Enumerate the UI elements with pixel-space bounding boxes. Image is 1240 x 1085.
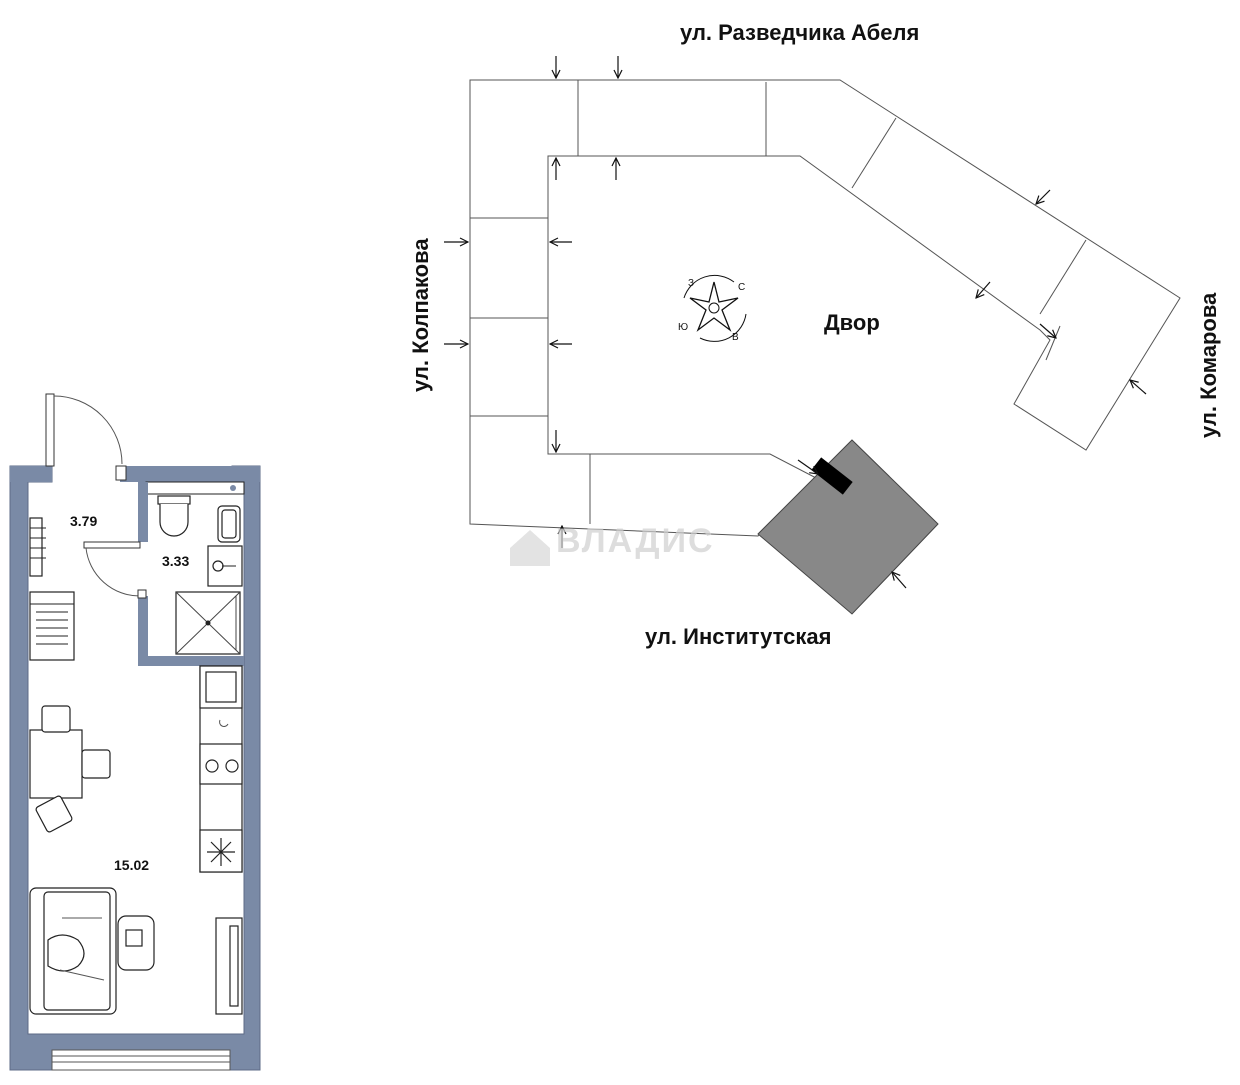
watermark-text: ВЛАДИС	[556, 522, 715, 560]
watermark: ВЛАДИС	[510, 522, 715, 566]
shower-icon	[175, 591, 241, 655]
street-west: ул. Колпакова	[408, 238, 433, 392]
compass-north: С	[738, 282, 745, 293]
dining-table	[29, 705, 111, 833]
street-east: ул. Комарова	[1196, 292, 1221, 438]
street-north: ул. Разведчика Абеля	[680, 20, 919, 45]
bath-area-label: 3.33	[162, 553, 189, 569]
highlighted-building	[757, 439, 939, 615]
building-entrance-mark	[811, 457, 853, 495]
compass-east: В	[732, 332, 739, 343]
kitchen-unit	[199, 665, 243, 873]
bath-wall-bottom	[138, 656, 244, 666]
site-plan: С В Ю З ВЛАДИС Двор ул. Разведчика Абеля…	[408, 20, 1221, 649]
apartment-floorplan: 3.79 3.33 15.02	[9, 393, 261, 1071]
compass-west: З	[688, 278, 694, 289]
sofa-icon	[29, 887, 117, 1015]
wall-top-left	[10, 466, 52, 482]
compass-south: Ю	[678, 322, 688, 333]
street-south: ул. Институтская	[645, 624, 831, 649]
yard-label: Двор	[824, 310, 880, 335]
compass-rose-icon: С В Ю З	[678, 274, 747, 343]
entrance-arrows	[444, 56, 1147, 589]
bath-wall-left-upper	[138, 482, 148, 542]
bath-door	[83, 541, 147, 599]
tv-unit	[215, 917, 243, 1015]
bath-wall-left-lower	[138, 596, 148, 666]
toilet-icon	[157, 495, 191, 537]
bath-top-shelf	[145, 481, 245, 495]
main-room-area-label: 15.02	[114, 857, 149, 873]
section-dividers	[470, 80, 1087, 524]
wardrobe-icon	[29, 591, 75, 661]
sink-icon	[207, 545, 243, 587]
hall-area-label: 3.79	[70, 513, 97, 529]
window-bottom	[51, 1049, 231, 1071]
radiator-icon	[29, 517, 46, 577]
entrance-door	[45, 393, 127, 481]
